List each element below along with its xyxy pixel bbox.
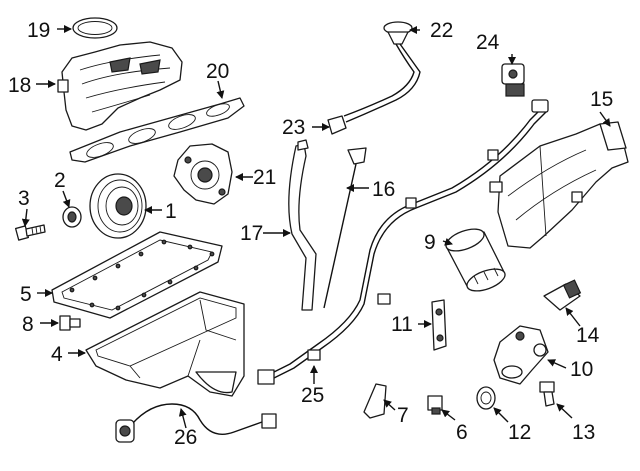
label-14: 14 [576, 324, 600, 347]
part-18-intake-manifold[interactable] [57, 41, 183, 131]
label-21: 21 [253, 166, 276, 189]
label-20: 20 [206, 60, 229, 83]
part-25-harness[interactable] [257, 99, 549, 385]
part-16-dipstick[interactable] [323, 147, 367, 309]
part-13-sensor[interactable] [539, 381, 555, 407]
part-labels: 19 18 20 22 24 15 23 21 2 3 1 16 17 9 5 … [8, 19, 613, 449]
label-11: 11 [391, 313, 413, 336]
part-17-dipstick-tube[interactable] [288, 139, 317, 311]
label-2: 2 [54, 169, 66, 192]
part-14-sensor-switch[interactable] [543, 279, 582, 311]
label-23: 23 [282, 116, 305, 139]
label-24: 24 [476, 31, 500, 54]
label-13: 13 [572, 421, 595, 444]
part-3-bolt[interactable] [14, 224, 46, 241]
label-5: 5 [20, 283, 32, 306]
label-8: 8 [22, 313, 34, 336]
label-1: 1 [165, 200, 177, 223]
part-19-gasket-ring[interactable] [72, 17, 118, 39]
label-6: 6 [456, 421, 468, 444]
part-24-valve[interactable] [501, 63, 525, 97]
label-25: 25 [301, 384, 324, 407]
part-1-crank-pulley[interactable] [89, 173, 147, 239]
part-10-filter-adapter[interactable] [493, 325, 549, 385]
label-17: 17 [240, 222, 263, 245]
part-9-oil-filter[interactable] [443, 225, 508, 296]
label-18: 18 [8, 74, 31, 97]
label-19: 19 [27, 19, 50, 42]
part-4-oil-pan[interactable] [85, 291, 245, 397]
part-20-manifold-gasket[interactable] [69, 97, 245, 163]
part-6-plug[interactable] [427, 395, 443, 415]
label-26: 26 [174, 426, 197, 449]
label-3: 3 [18, 187, 30, 210]
label-16: 16 [372, 178, 395, 201]
part-22-oil-filler[interactable] [343, 21, 421, 123]
part-7-gasket-plate[interactable] [363, 383, 387, 419]
part-8-drain-plug[interactable] [59, 315, 81, 331]
part-26-sensor-harness[interactable] [115, 403, 277, 443]
label-9: 9 [424, 231, 436, 254]
label-10: 10 [570, 358, 593, 381]
part-12-cap[interactable] [476, 386, 496, 410]
part-21-pump-housing[interactable] [173, 143, 233, 205]
label-22: 22 [430, 19, 453, 42]
part-23-bracket[interactable] [327, 115, 347, 135]
label-4: 4 [51, 343, 63, 366]
part-15-air-duct[interactable] [489, 121, 629, 249]
label-7: 7 [397, 404, 409, 427]
part-11-mount-bracket[interactable] [431, 299, 447, 351]
label-15: 15 [590, 88, 613, 111]
part-2-washer[interactable] [62, 206, 82, 228]
label-12: 12 [508, 421, 531, 444]
leader-lines [21, 25, 611, 429]
part-5-pan-gasket[interactable] [51, 231, 223, 319]
